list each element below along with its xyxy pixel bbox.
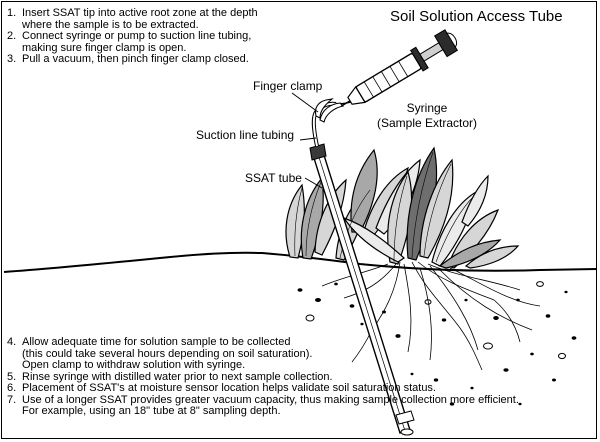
- leader-lines: [291, 92, 323, 189]
- step-item: 7. Use of a longer SSAT provides greater …: [7, 393, 519, 418]
- diagram-title: Soil Solution Access Tube: [390, 8, 563, 25]
- step-text-line: Pull a vacuum, then pinch finger clamp c…: [22, 53, 249, 65]
- plant-leaves: [285, 146, 520, 269]
- finger-clamp-label: Finger clamp: [253, 79, 323, 93]
- syringe-label-line1: Syringe: [406, 101, 448, 115]
- step-number: 5.: [7, 370, 17, 383]
- ssat-tube-label: SSAT tube: [245, 171, 302, 185]
- plant-roots: [321, 261, 541, 371]
- step-number: 1.: [7, 7, 17, 19]
- step-number: 7.: [7, 393, 17, 406]
- step-text-line: where the sample is to be extracted.: [22, 18, 199, 31]
- step-item: 3. Pull a vacuum, then pinch finger clamp…: [7, 53, 258, 66]
- step-text-line: Allow adequate time for solution sample …: [22, 336, 291, 348]
- step-item: 1. Insert SSAT tip into active root zone …: [7, 7, 258, 31]
- step-text-line: (this could take several hours depending…: [22, 347, 313, 360]
- step-item: 5. Rinse syringe with distilled water pri…: [7, 370, 519, 384]
- suction-line-label: Suction line tubing: [196, 128, 295, 142]
- steps-top-list: 1. Insert SSAT tip into active root zone …: [7, 7, 258, 66]
- step-text-line: Placement of SSAT's at moisture sensor l…: [22, 382, 436, 394]
- step-number: 4.: [7, 336, 17, 348]
- leaf-veins: [294, 151, 475, 263]
- step-number: 2.: [7, 30, 17, 42]
- steps-bottom-list: 4. Allow adequate time for solution sampl…: [7, 336, 519, 418]
- step-item: 4. Allow adequate time for solution sampl…: [7, 336, 519, 372]
- syringe-label: Syringe (Sample Extractor): [377, 101, 477, 131]
- step-text-line: Connect syringe or pump to suction line …: [22, 30, 252, 42]
- step-text-line: Use of a longer SSAT provides greater va…: [22, 393, 519, 406]
- finger-clamp: [314, 98, 345, 123]
- ssat-tube: [309, 143, 415, 436]
- step-number: 6.: [7, 382, 17, 394]
- step-number: 3.: [7, 53, 17, 65]
- step-text-line: Insert SSAT tip into active root zone at…: [22, 7, 258, 19]
- syringe-label-line2: (Sample Extractor): [377, 116, 478, 130]
- step-text-line: Rinse syringe with distilled water prior…: [22, 370, 333, 383]
- step-item: 6. Placement of SSAT's at moisture sensor…: [7, 382, 519, 395]
- syringe: [341, 29, 459, 107]
- soil-specks: [297, 282, 577, 406]
- step-text-line: For example, using an 18" tube at 8" sam…: [22, 405, 281, 417]
- step-text-line: Open clamp to withdraw solution with syr…: [22, 359, 246, 371]
- step-text-line: making sure finger clamp is open.: [22, 41, 187, 54]
- step-item: 2. Connect syringe or pump to suction lin…: [7, 30, 258, 54]
- soil-pebbles: [305, 281, 566, 360]
